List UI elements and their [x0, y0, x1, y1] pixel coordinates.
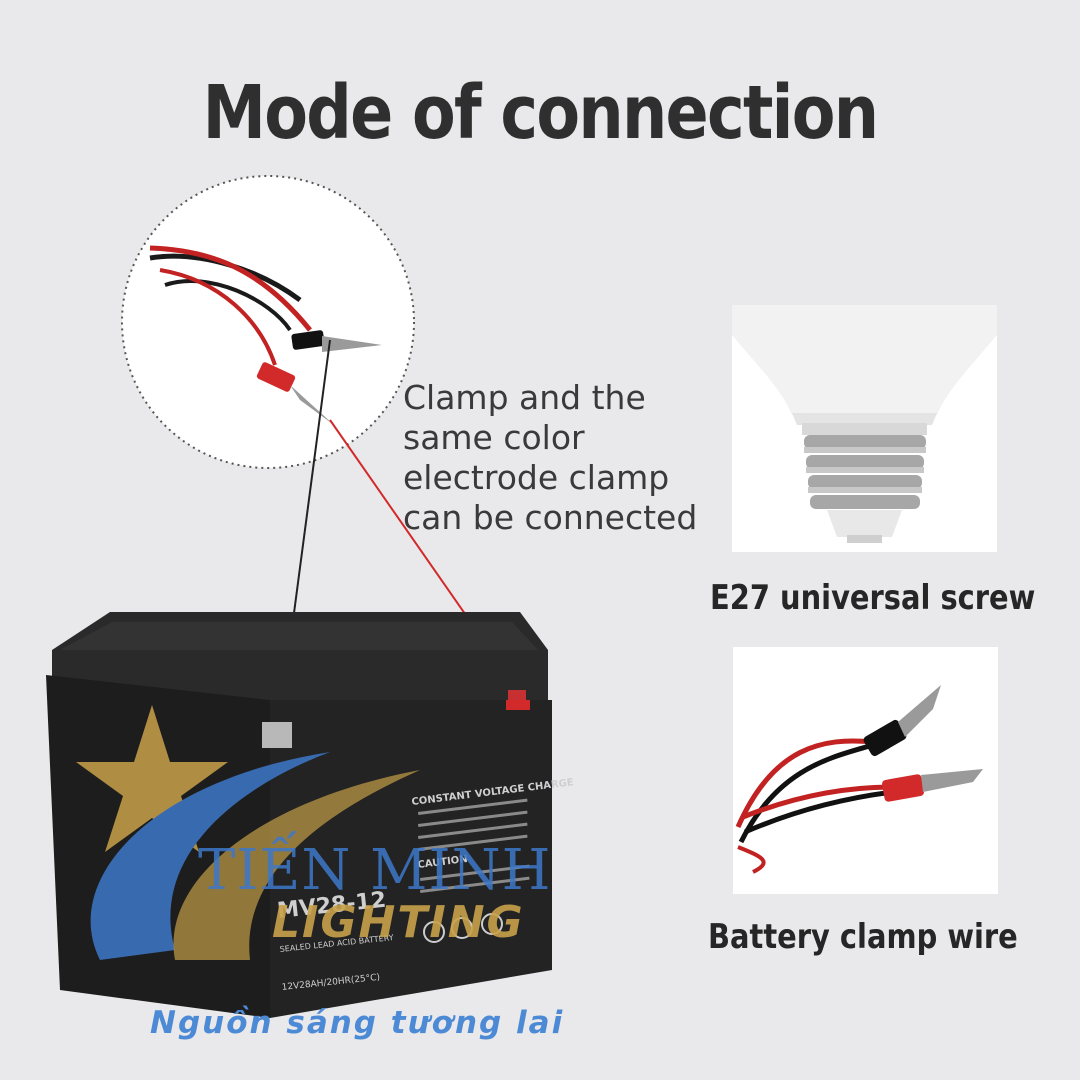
black-clamp-icon [291, 330, 382, 352]
watermark-brand-sub: LIGHTING [272, 897, 525, 948]
clamp-note-line-4: can be connected [403, 498, 698, 537]
clamp-note-line-2: same color [403, 418, 585, 457]
battery-certification-icons [423, 913, 503, 943]
watermark-brand-name: TIẾN MINH [198, 838, 552, 903]
zoom-wires [149, 245, 382, 425]
clamp-wire-icon [735, 685, 983, 874]
battery: CONSTANT VOLTAGE CHARGE CAUTION MV28-12 … [46, 612, 574, 1018]
clamp-wire-caption: Battery clamp wire [708, 917, 1018, 957]
zoom-circle [121, 175, 415, 469]
watermark-slogan: Nguồn sáng tương lai [150, 1005, 565, 1041]
e27-bulb-panel [732, 305, 997, 552]
clamp-note-line-3: electrode clamp [403, 458, 670, 497]
negative-terminal [262, 722, 292, 748]
page-title: Mode of connection [202, 70, 879, 156]
bulb-icon [732, 305, 997, 543]
clamp-note: Clamp and the same color electrode clamp… [403, 378, 697, 538]
clamp-note-line-1: Clamp and the [403, 378, 646, 417]
brand-logo [76, 705, 420, 960]
e27-caption: E27 universal screw [710, 578, 1036, 618]
clamp-wire-panel [733, 647, 998, 894]
red-clamp-icon [256, 362, 334, 425]
